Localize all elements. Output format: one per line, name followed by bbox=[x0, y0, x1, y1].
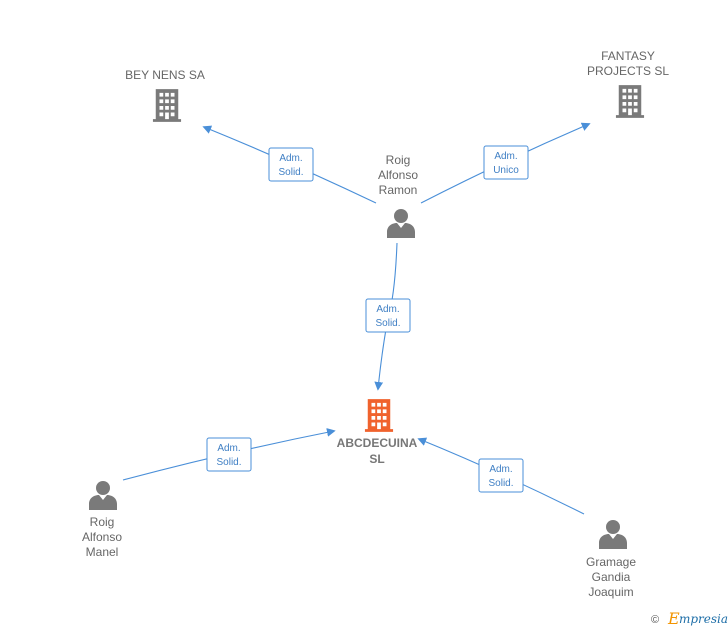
person-icon bbox=[599, 520, 627, 549]
node-label: ABCDECUINA bbox=[337, 436, 418, 450]
node-label: SL bbox=[369, 452, 384, 466]
edge-label-line-2: Solid. bbox=[278, 167, 303, 178]
node-abcdecuina[interactable]: ABCDECUINA SL bbox=[337, 399, 418, 466]
node-label: Manel bbox=[86, 545, 119, 559]
edge-label-line-2: Solid. bbox=[488, 478, 513, 489]
edges bbox=[122, 122, 591, 515]
node-label: Joaquim bbox=[588, 585, 633, 599]
edge-label-line-1: Adm. bbox=[489, 464, 512, 475]
edge-label-roig-ramon-bey-nens[interactable]: Adm. Solid. bbox=[268, 147, 314, 182]
building-icon bbox=[615, 85, 645, 118]
node-label: BEY NENS SA bbox=[125, 68, 205, 82]
person-icon bbox=[89, 481, 117, 510]
node-fantasy-projects[interactable]: FANTASY PROJECTS SL bbox=[587, 49, 669, 118]
edge-label-gramage-abcdecuina[interactable]: Adm. Solid. bbox=[478, 458, 524, 493]
copyright-icon: © bbox=[651, 614, 659, 626]
node-label: Alfonso bbox=[82, 530, 122, 544]
node-bey-nens[interactable]: BEY NENS SA bbox=[125, 68, 205, 122]
edge-label-line-2: Solid. bbox=[375, 318, 400, 329]
edge-label-line-1: Adm. bbox=[376, 304, 399, 315]
node-roig-alfonso-ramon[interactable]: Roig Alfonso Ramon bbox=[378, 153, 418, 238]
edge-label-line-2: Solid. bbox=[216, 457, 241, 468]
person-icon bbox=[387, 209, 415, 238]
node-label: PROJECTS SL bbox=[587, 64, 669, 78]
edge-label-line-2: Unico bbox=[493, 165, 519, 176]
node-label: Gandia bbox=[592, 570, 631, 584]
brand-initial: E bbox=[667, 609, 680, 628]
edge-label-roig-ramon-fantasy[interactable]: Adm. Unico bbox=[483, 145, 529, 180]
node-roig-alfonso-manel[interactable]: Roig Alfonso Manel bbox=[82, 481, 122, 559]
edge-label-roig-manel-abcdecuina[interactable]: Adm. Solid. bbox=[206, 437, 252, 472]
building-icon bbox=[152, 89, 182, 122]
brand-name: mpresia bbox=[679, 612, 728, 626]
node-label: Gramage bbox=[586, 555, 636, 569]
node-gramage-gandia-joaquim[interactable]: Gramage Gandia Joaquim bbox=[586, 520, 636, 599]
node-label: Roig bbox=[386, 153, 411, 167]
node-label: Roig bbox=[90, 515, 115, 529]
node-label: Alfonso bbox=[378, 168, 418, 182]
edge-label-line-1: Adm. bbox=[217, 443, 240, 454]
edge-label-line-1: Adm. bbox=[279, 153, 302, 164]
edge-label-line-1: Adm. bbox=[494, 151, 517, 162]
node-label: FANTASY bbox=[601, 49, 655, 63]
brand-logo: © E mpresia bbox=[651, 609, 728, 628]
node-label: Ramon bbox=[379, 183, 418, 197]
building-icon bbox=[364, 399, 394, 432]
edge-label-roig-ramon-abcdecuina[interactable]: Adm. Solid. bbox=[365, 298, 411, 333]
